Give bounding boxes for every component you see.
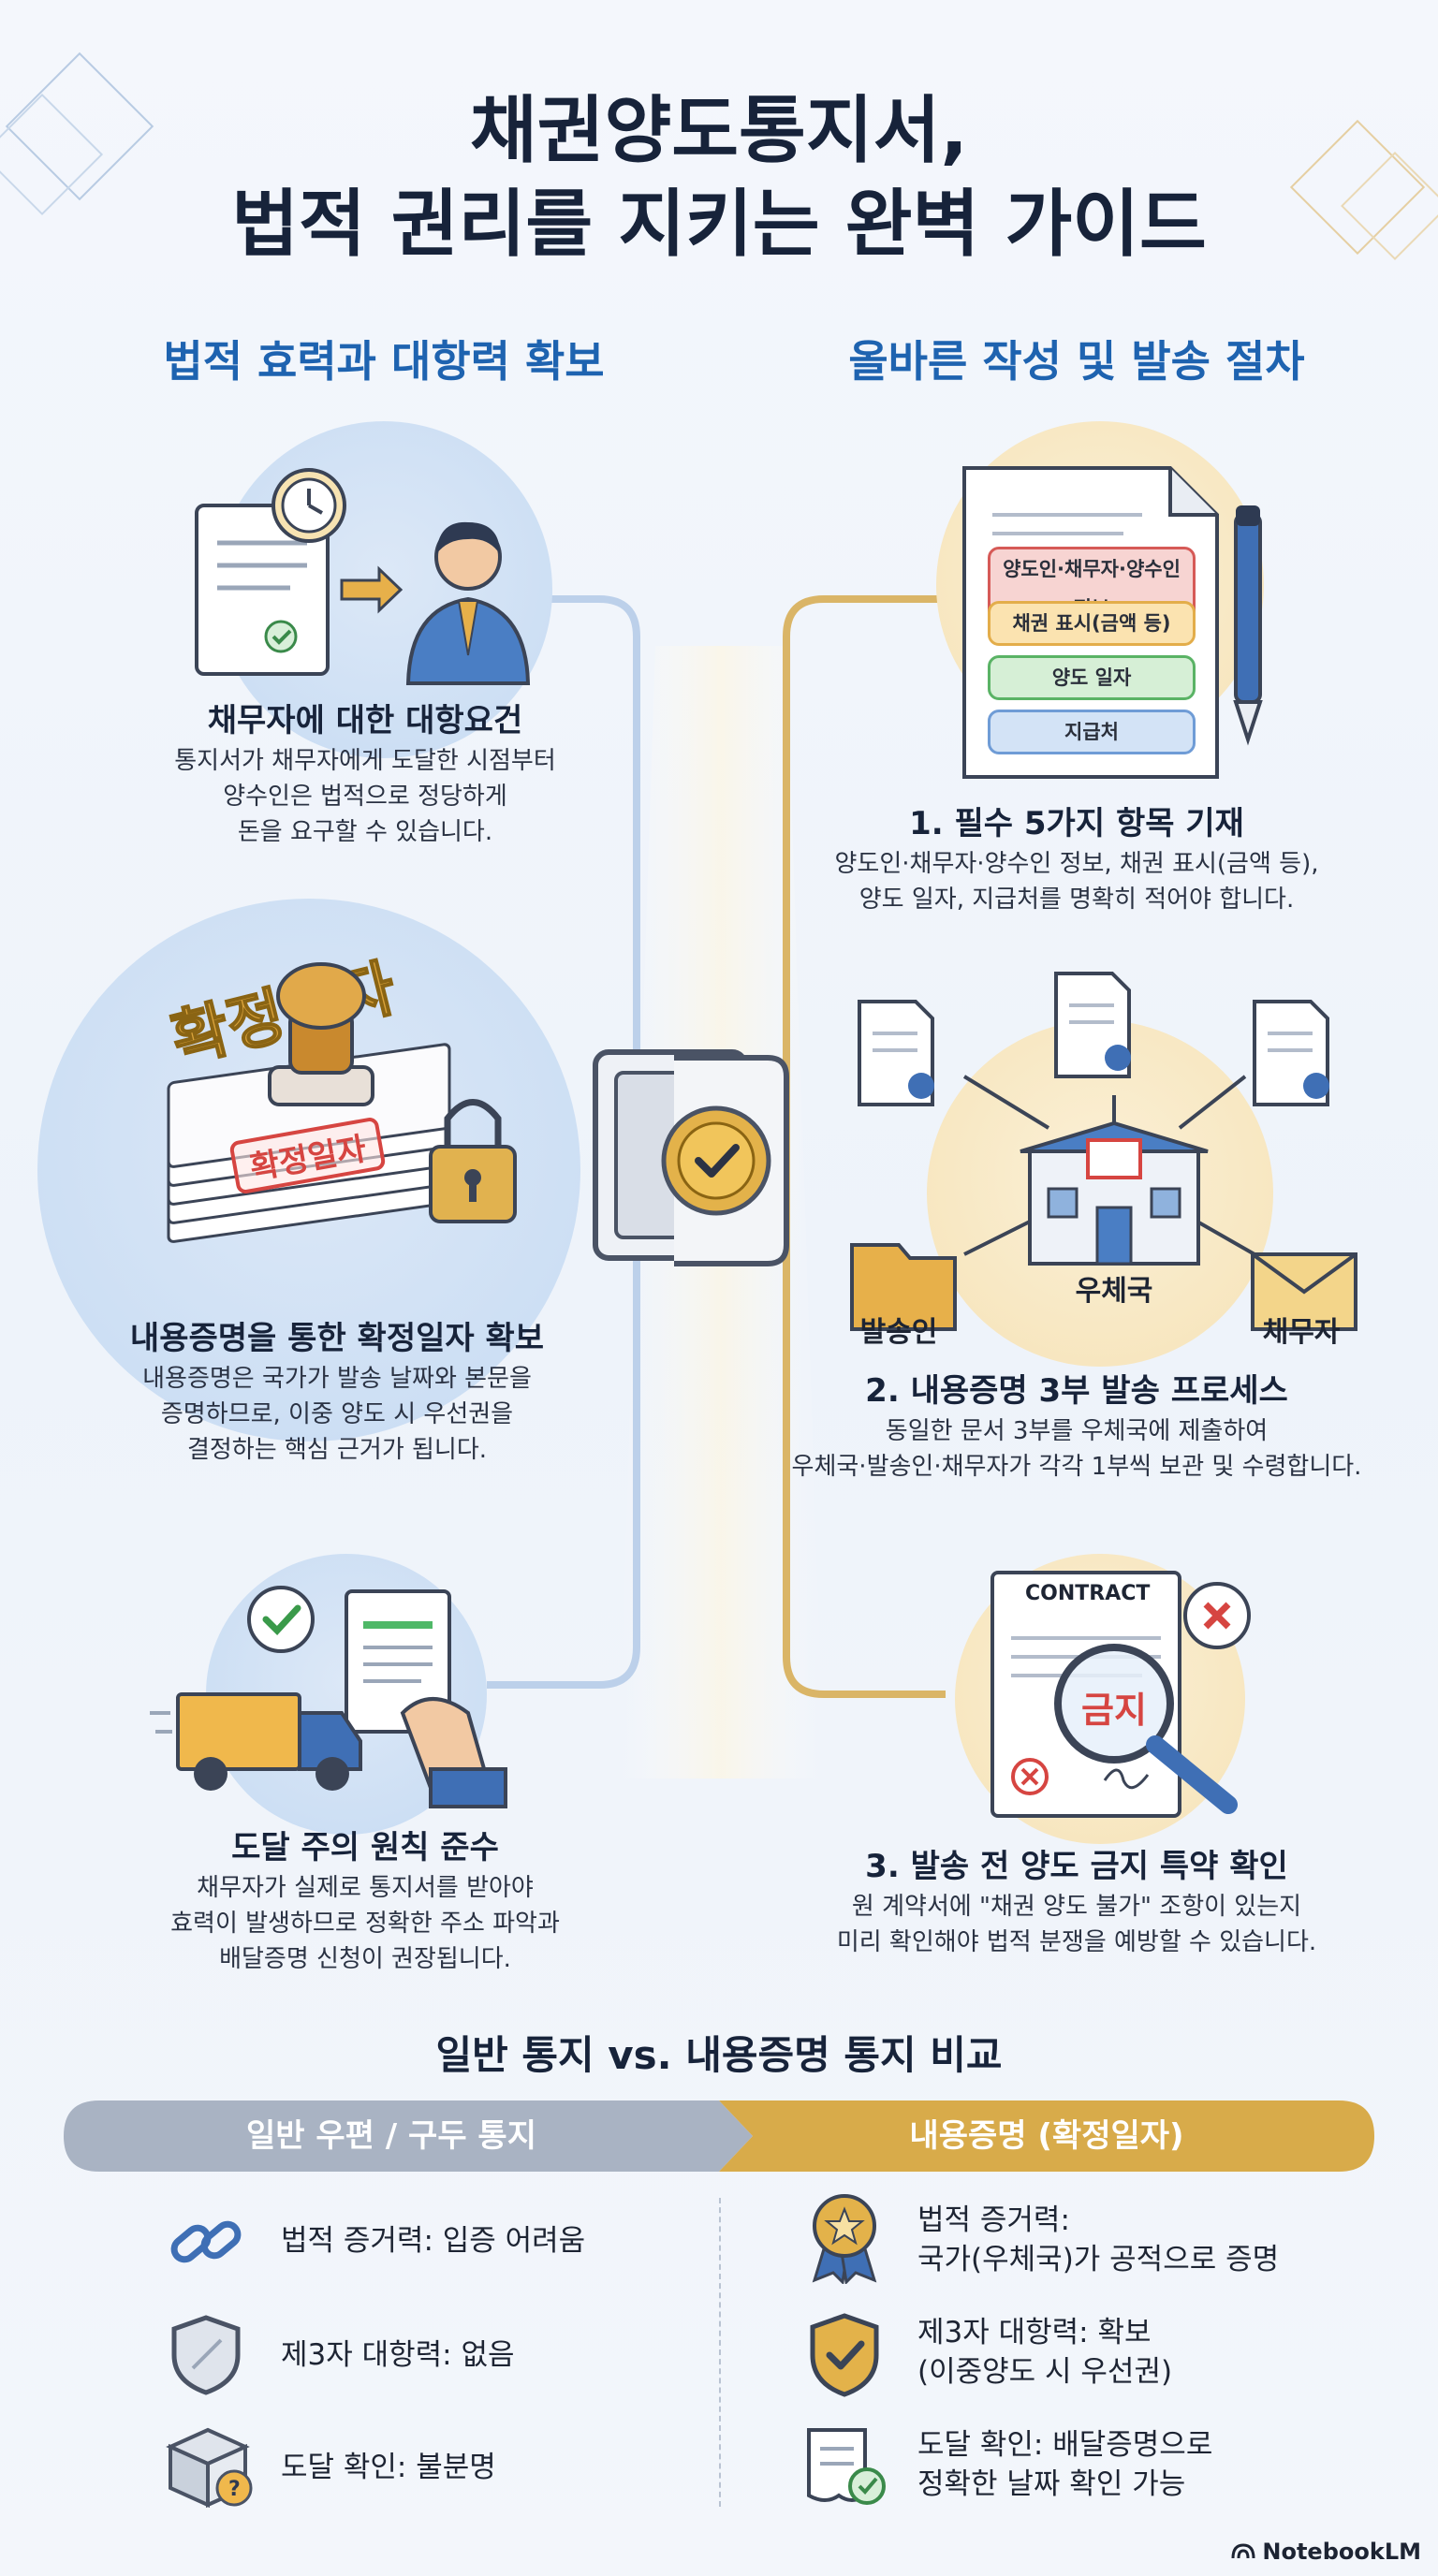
comparison-left-header: 일반 우편 / 구두 통지 bbox=[245, 2117, 536, 2155]
vault-seal-icon bbox=[593, 1049, 789, 1266]
right-item2-line2: (이중양도 시 우선권) bbox=[917, 2355, 1173, 2389]
truck-receipt-illustration bbox=[150, 1586, 507, 1808]
left-card3-line1: 채무자가 실제로 통지서를 받아야 bbox=[197, 1874, 534, 1902]
right-item3-line1: 도달 확인: 배달증명으로 bbox=[917, 2428, 1213, 2462]
right-item1-line1: 법적 증거력: bbox=[917, 2203, 1070, 2237]
right-item2-line1: 제3자 대항력: 확보 bbox=[917, 2316, 1152, 2349]
comparison-divider bbox=[719, 2198, 721, 2507]
comparison-right-header: 내용증명 (확정일자) bbox=[909, 2117, 1184, 2155]
post-office-label: 우체국 bbox=[1075, 1275, 1153, 1308]
form-field-date: 양도 일자 bbox=[988, 655, 1196, 700]
form-field-claim: 채권 표시(금액 등) bbox=[988, 601, 1196, 646]
left-card2-line2: 증명하므로, 이중 양도 시 우선권을 bbox=[160, 1400, 514, 1428]
right-card1-title: 1. 필수 5가지 항목 기재 bbox=[909, 805, 1244, 842]
left-card2-title: 내용증명을 통한 확정일자 확보 bbox=[129, 1320, 545, 1357]
right-card3-line2: 미리 확인해야 법적 분쟁을 예방할 수 있습니다. bbox=[836, 1928, 1317, 1956]
left-card1-line3: 돈을 요구할 수 있습니다. bbox=[237, 818, 493, 846]
sender-label: 발송인 bbox=[859, 1316, 938, 1349]
left-section-title: 법적 효력과 대항력 확보 bbox=[163, 336, 605, 387]
decorative-diamond-right bbox=[1289, 119, 1438, 260]
left-card3-line2: 효력이 발생하므로 정확한 주소 파악과 bbox=[170, 1910, 560, 1938]
decorative-diamond-left bbox=[0, 51, 154, 216]
comparison-title: 일반 통지 vs. 내용증명 통지 비교 bbox=[435, 2032, 1003, 2078]
right-card1-line1: 양도인·채무자·양수인 정보, 채권 표시(금액 등), bbox=[834, 850, 1319, 878]
shield-icon bbox=[171, 2315, 241, 2395]
left-card1-line1: 통지서가 채무자에게 도달한 시점부터 bbox=[174, 747, 556, 775]
left-item1-text: 법적 증거력: 입증 어려움 bbox=[281, 2224, 586, 2258]
svg-text:?: ? bbox=[228, 2478, 241, 2501]
left-card2-line3: 결정하는 핵심 근거가 됩니다. bbox=[186, 1436, 488, 1464]
page-title-line1: 채권양도통지서, bbox=[470, 89, 968, 173]
right-item1-line2: 국가(우체국)가 공적으로 증명 bbox=[917, 2243, 1280, 2276]
left-item3-text: 도달 확인: 불분명 bbox=[281, 2451, 496, 2484]
right-card2-title: 2. 내용증명 3부 발송 프로세스 bbox=[865, 1372, 1288, 1410]
form-field-payee: 지급처 bbox=[988, 710, 1196, 754]
left-card2-line1: 내용증명은 국가가 발송 날짜와 본문을 bbox=[142, 1365, 532, 1393]
left-card1-title: 채무자에 대한 대항요건 bbox=[207, 702, 523, 739]
receipt-check-icon bbox=[807, 2428, 886, 2505]
debtor-label: 채무자 bbox=[1262, 1316, 1341, 1349]
notebooklm-logo-icon bbox=[1231, 2543, 1255, 2559]
mail-process-illustration bbox=[850, 972, 1357, 1331]
comparison-banner bbox=[64, 2100, 1374, 2172]
brand-name: NotebookLM bbox=[1262, 2539, 1421, 2565]
page-title-line2: 법적 권리를 지키는 완벽 가이드 bbox=[231, 183, 1207, 267]
right-card2-line1: 동일한 문서 3부를 우체국에 제출하여 bbox=[885, 1417, 1269, 1445]
brand-watermark: NotebookLM bbox=[1230, 2539, 1421, 2565]
contract-label: CONTRACT bbox=[1025, 1582, 1151, 1605]
contract-magnifier-illustration bbox=[990, 1571, 1251, 1818]
left-item2-text: 제3자 대항력: 없음 bbox=[281, 2338, 515, 2372]
right-card3-line1: 원 계약서에 "채권 양도 불가" 조항이 있는지 bbox=[851, 1893, 1302, 1921]
right-card3-title: 3. 발송 전 양도 금지 특약 확인 bbox=[865, 1848, 1288, 1885]
right-section-title: 올바른 작성 및 발송 절차 bbox=[848, 336, 1305, 387]
prohibit-label: 금지 bbox=[1081, 1690, 1147, 1731]
right-card1-line2: 양도 일자, 지급처를 명확히 적어야 합니다. bbox=[858, 886, 1295, 914]
notice-delivery-illustration bbox=[195, 468, 531, 685]
left-card3-line3: 배달증명 신청이 권장됩니다. bbox=[219, 1945, 511, 1973]
medal-icon bbox=[812, 2194, 877, 2284]
left-card3-title: 도달 주의 원칙 준수 bbox=[231, 1829, 499, 1866]
left-card1-line2: 양수인은 법적으로 정당하게 bbox=[223, 783, 507, 811]
right-card2-line2: 우체국·발송인·채무자가 각각 1부씩 보관 및 수령합니다. bbox=[791, 1453, 1362, 1481]
question-box-icon: ? bbox=[166, 2427, 253, 2509]
right-item3-line2: 정확한 날짜 확인 가능 bbox=[917, 2467, 1186, 2501]
check-shield-icon bbox=[810, 2313, 879, 2397]
broken-chain-icon bbox=[170, 2220, 242, 2263]
